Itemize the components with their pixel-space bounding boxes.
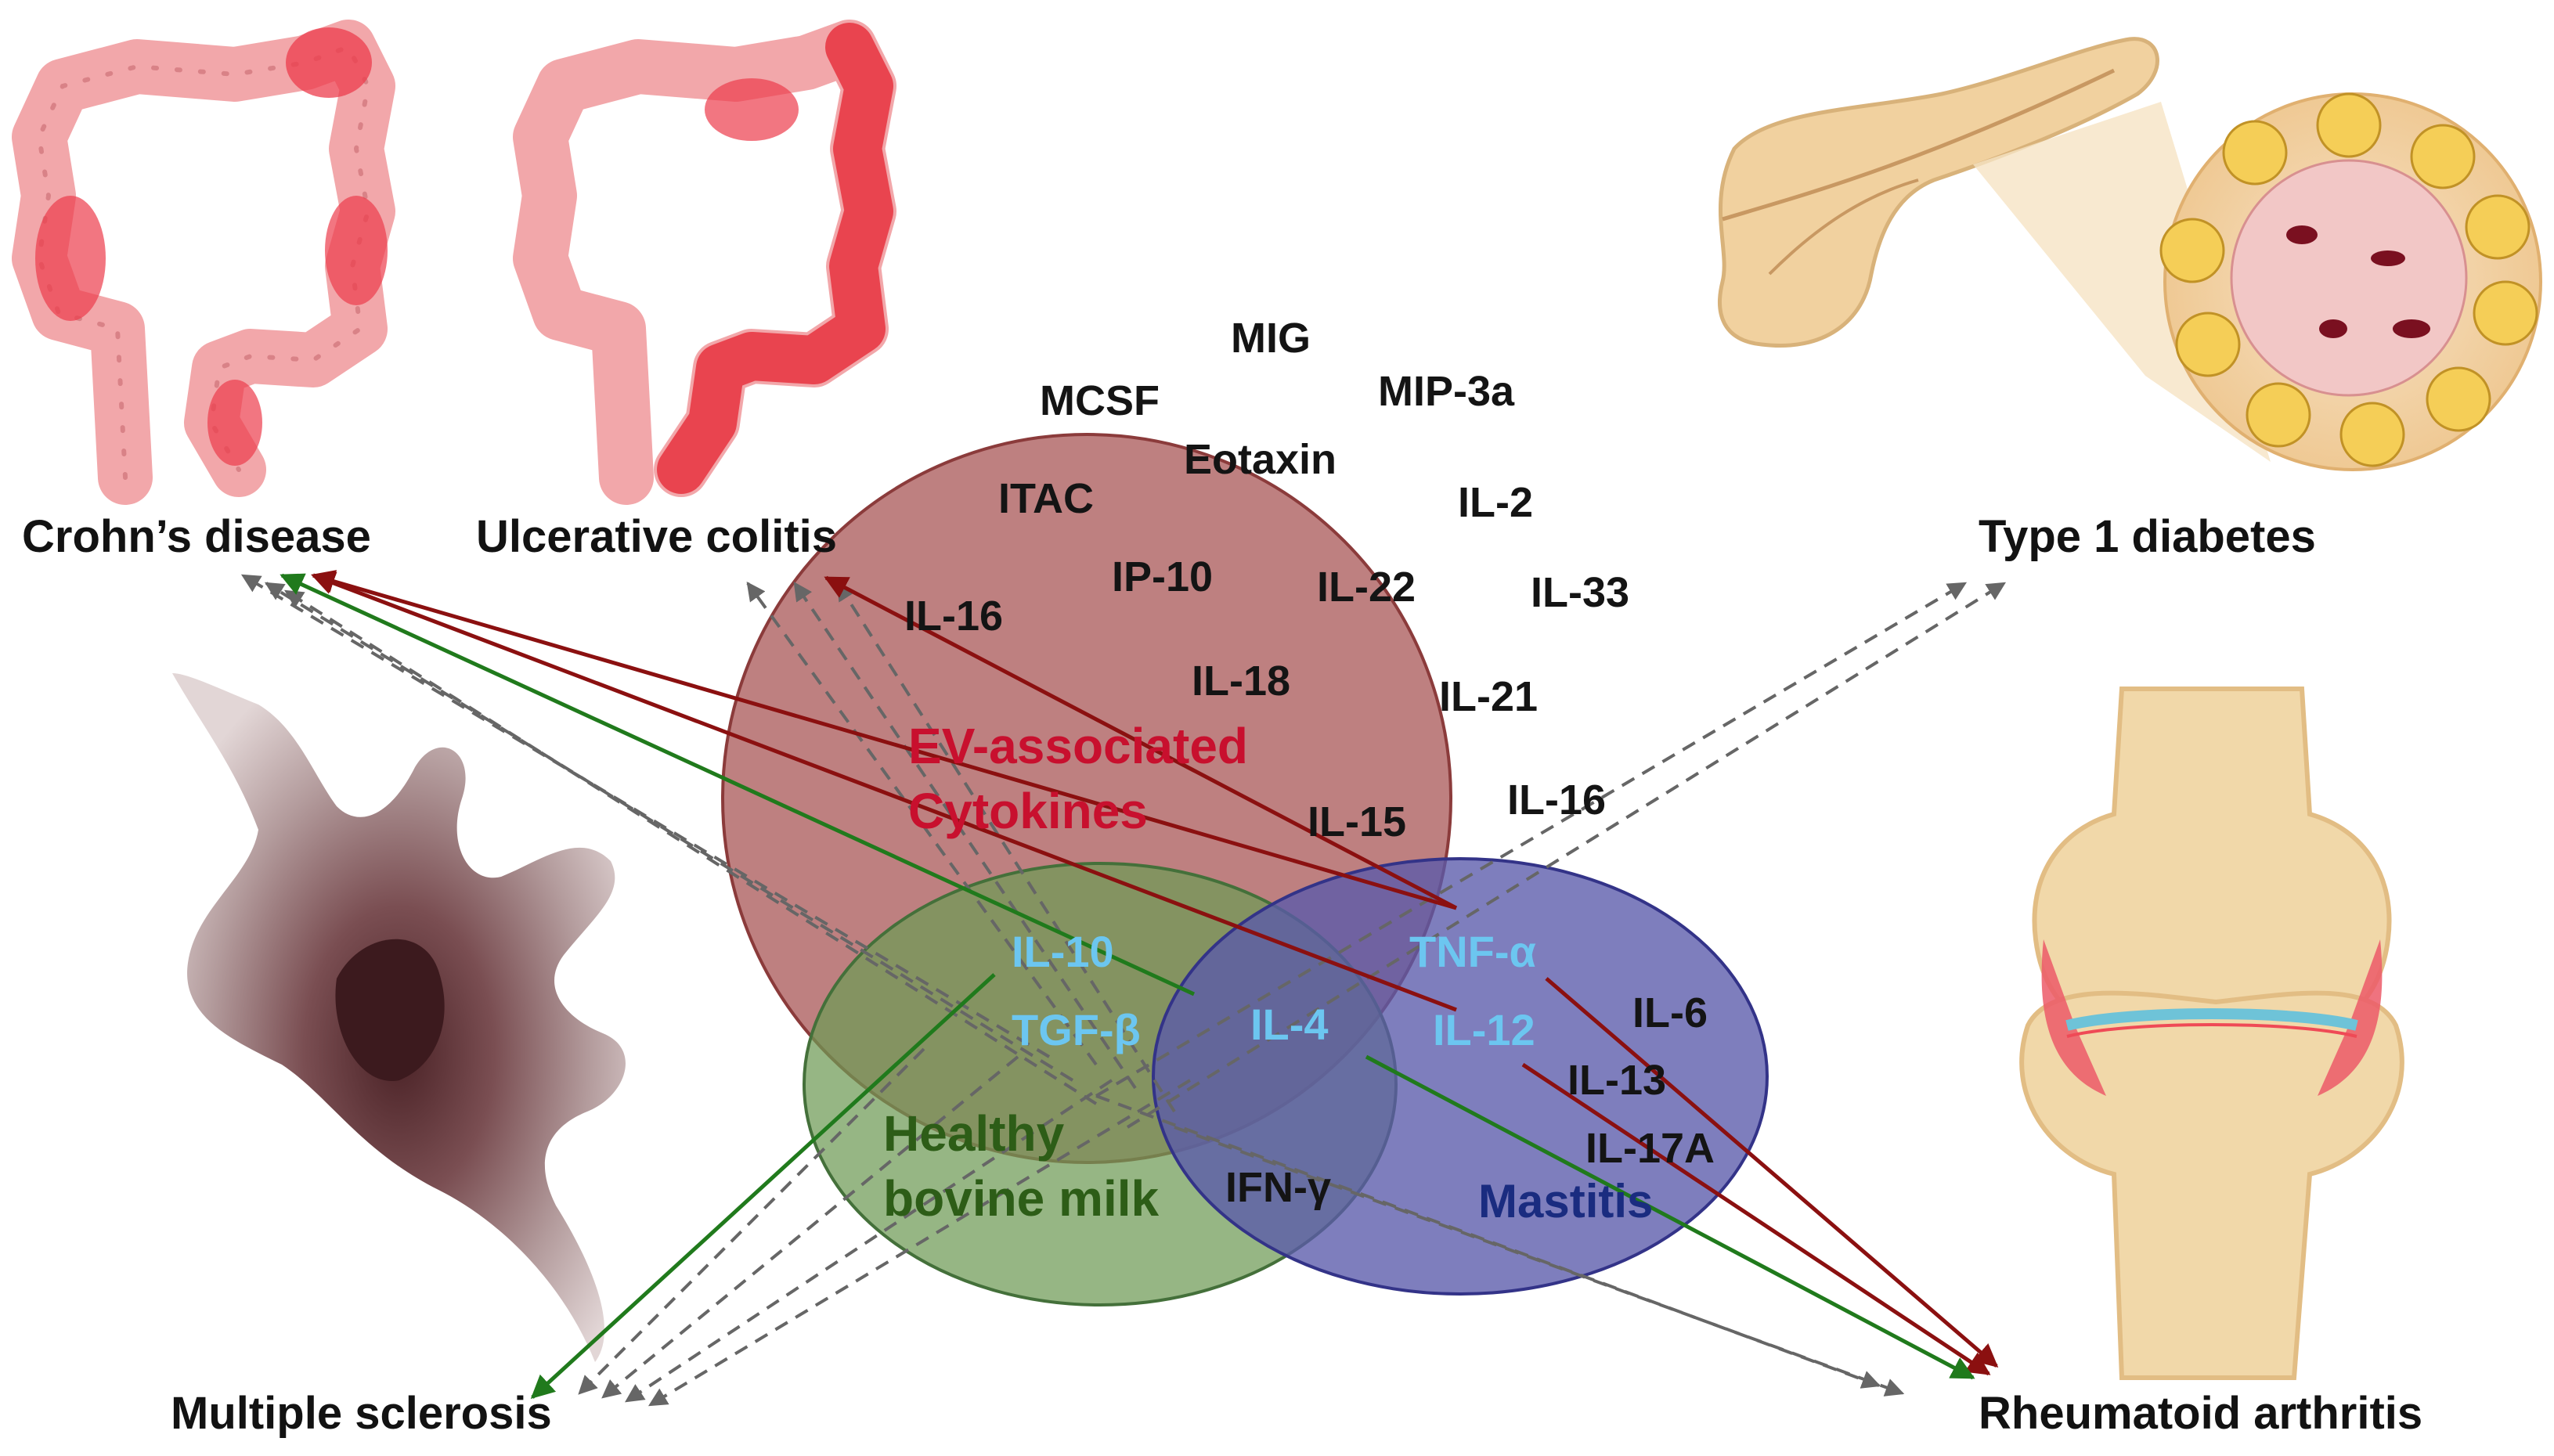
arrows xyxy=(240,570,2007,1407)
dashed-arrow xyxy=(1095,582,1968,1097)
cytokine-il4: IL-4 xyxy=(1250,1000,1329,1049)
green-arrow xyxy=(280,573,1196,996)
cytokine-il17a: IL-17A xyxy=(1585,1125,1715,1172)
label-type1-diabetes: Type 1 diabetes xyxy=(1979,511,2316,562)
label-rheumatoid-arthritis: Rheumatoid arthritis xyxy=(1979,1388,2422,1439)
cytokine-ip10: IP-10 xyxy=(1112,553,1213,600)
dashed-arrow xyxy=(601,1055,1019,1399)
cytokine-eotaxin: Eotaxin xyxy=(1184,436,1337,483)
dashed-arrow xyxy=(793,582,1137,1090)
cytokine-il10: IL-10 xyxy=(1012,927,1114,976)
healthy-milk-label-line2: bovine milk xyxy=(883,1170,1160,1227)
dashed-arrow xyxy=(836,581,1176,1113)
green-arrow xyxy=(530,973,996,1400)
red-arrow xyxy=(311,570,1457,910)
healthy-milk-label-line1: Healthy xyxy=(883,1105,1065,1162)
red-arrow xyxy=(1521,1062,1991,1376)
cytokine-itac: ITAC xyxy=(998,475,1094,522)
cytokine-il6: IL-6 xyxy=(1632,989,1708,1036)
cytokine-il16-upper: IL-16 xyxy=(904,593,1003,640)
cytokine-tnfa: TNF-α xyxy=(1409,927,1536,976)
cytokine-il2: IL-2 xyxy=(1458,479,1533,526)
cytokine-il18: IL-18 xyxy=(1192,658,1290,705)
set-labels: EV-associated Cytokines Healthy bovine m… xyxy=(883,718,1653,1227)
disease-labels: Crohn’s disease Ulcerative colitis Type … xyxy=(22,511,2422,1439)
cytokine-il12: IL-12 xyxy=(1433,1005,1535,1054)
label-crohns-disease: Crohn’s disease xyxy=(22,511,371,562)
dashed-arrow xyxy=(624,1079,1113,1403)
cytokine-il21: IL-21 xyxy=(1439,673,1538,720)
shared-cytokines: IL-10 TGF-β IL-4 TNF-α IL-12 IL-6 IL-13 … xyxy=(1012,927,1715,1211)
mastitis-label: Mastitis xyxy=(1478,1175,1653,1227)
red-arrow xyxy=(824,575,1458,910)
cytokine-mip3a: MIP-3a xyxy=(1378,368,1515,415)
dashed-arrow xyxy=(1174,1126,1905,1397)
label-multiple-sclerosis: Multiple sclerosis xyxy=(171,1388,552,1439)
green-arrow xyxy=(1365,1054,1975,1380)
rheumatoid-arthritis-joint-illustration xyxy=(2019,687,2404,1380)
cytokine-il13: IL-13 xyxy=(1567,1057,1666,1104)
dashed-arrow xyxy=(264,582,1074,1082)
ev-only-cytokines: MIG MCSF MIP-3a Eotaxin ITAC IL-2 IP-10 … xyxy=(904,315,1629,845)
ev-cytokines-label-line2: Cytokines xyxy=(908,783,1148,839)
cytokine-il16-lower: IL-16 xyxy=(1507,777,1606,824)
mastitis-ellipse xyxy=(1152,857,1769,1296)
multiple-sclerosis-lesion-illustration xyxy=(172,673,626,1362)
ulcerative-colitis-colon-illustration xyxy=(513,20,896,505)
cytokine-il22: IL-22 xyxy=(1317,564,1416,611)
pancreas-illustration xyxy=(1718,37,2542,471)
dashed-arrow xyxy=(578,1047,925,1395)
cytokine-il33: IL-33 xyxy=(1531,569,1629,616)
dashed-arrow xyxy=(648,1079,1192,1407)
dashed-arrow xyxy=(746,582,1098,1066)
red-arrow xyxy=(311,571,1457,1012)
dashed-arrow xyxy=(240,574,1051,1058)
crohns-colon-illustration xyxy=(12,20,395,505)
label-ulcerative-colitis: Ulcerative colitis xyxy=(476,511,837,562)
dashed-arrow xyxy=(1126,582,2007,1129)
cytokine-tgfb: TGF-β xyxy=(1012,1005,1141,1054)
cytokine-mig: MIG xyxy=(1231,315,1311,362)
cytokine-mcsf: MCSF xyxy=(1040,377,1160,424)
cytokine-il15: IL-15 xyxy=(1308,798,1406,845)
ev-cytokines-label-line1: EV-associated xyxy=(908,718,1248,774)
cytokine-ifng: IFN-γ xyxy=(1225,1164,1331,1211)
dashed-arrow xyxy=(283,589,1098,1105)
red-arrow xyxy=(1545,977,1999,1368)
